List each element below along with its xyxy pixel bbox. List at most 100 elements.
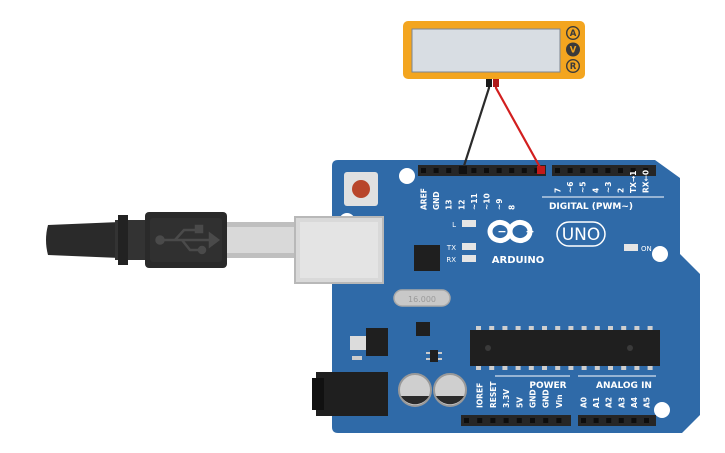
led-on-label: ON [641,245,652,253]
multimeter-mode-a[interactable]: A [566,26,581,41]
led-tx: TX [446,243,476,252]
multimeter[interactable]: AVR [403,21,585,79]
arduino-board[interactable]: 16.000 L TX RX ON [294,160,700,433]
header-pin-hole[interactable] [509,168,515,173]
led-rx-label: RX [446,256,456,264]
mounting-hole [652,246,668,262]
header-pin-hole[interactable] [521,168,527,173]
pin-label: 7 [554,188,563,193]
small-chip [416,322,430,336]
multimeter-display [411,28,561,73]
header-pin-hole[interactable] [605,168,611,173]
chip-pin [528,326,534,330]
analog-header [578,415,656,426]
header-pin-hole[interactable] [543,418,549,423]
header-pin-hole[interactable] [555,168,560,173]
digital-header-left [418,165,546,176]
led-on: ON [624,244,652,253]
chip-pin [476,366,481,370]
header-pin-hole[interactable] [433,168,439,173]
header-pin-hole[interactable] [484,168,489,173]
header-pin-hole[interactable] [643,168,649,173]
pin-label: A2 [605,397,614,408]
pin-label: IOREF [476,383,485,408]
header-pin-hole[interactable] [496,168,502,173]
chip-pin [528,366,534,370]
chip-pin [515,366,521,370]
svg-text:+: + [525,225,534,238]
header-pin-hole[interactable] [516,418,522,423]
chip-pin [555,326,561,330]
header-pin-hole[interactable] [606,418,612,423]
analog-section-label: ANALOG IN [596,381,652,391]
chip-pin [594,326,600,330]
mounting-hole [654,402,670,418]
header-pin-hole[interactable] [567,168,573,173]
header-pin-hole[interactable] [446,168,452,173]
header-pin-hole[interactable] [471,168,477,173]
pin-label: ~9 [495,198,504,210]
header-pin-hole[interactable] [644,418,649,423]
pin-label: RESET [489,381,498,408]
header-pin-hole[interactable] [631,418,637,423]
header-pin-hole[interactable] [593,418,599,423]
chip-pin [634,366,640,370]
header-pin-hole[interactable] [534,168,540,173]
uno-badge: UNO [556,221,606,247]
chip-pin [476,326,481,330]
chip-pin [647,366,653,370]
led-tx-label: TX [446,244,456,252]
chip-pin [502,366,508,370]
red-wire [494,81,542,170]
header-pin-hole[interactable] [556,418,562,423]
usb-chip [414,245,440,271]
header-pin-hole[interactable] [592,168,598,173]
header-pin-hole[interactable] [580,168,586,173]
pin-label: A1 [592,397,601,408]
arduino-logo-text: ARDUINO [492,255,544,266]
header-pin-hole[interactable] [581,418,586,423]
uno-text: UNO [562,225,601,245]
led-rx: RX [446,255,476,264]
chip-pin [568,366,574,370]
multimeter-mode-r[interactable]: R [566,59,581,74]
chip-pin [489,366,495,370]
pin-label: A5 [643,397,652,408]
multimeter-mode-label: A [570,29,577,39]
chip-pin [542,366,547,370]
header-pin-hole[interactable] [490,418,496,423]
header-pin-hole[interactable] [421,168,426,173]
pin-label: Vin [555,394,564,408]
chip-pin [581,326,587,330]
chip-pin [634,326,640,330]
microcontroller-chip [470,326,660,370]
digital-header-right [552,165,656,176]
pin-label: A3 [617,397,626,408]
chip-pin [502,326,508,330]
wires [459,78,545,174]
header-pin-hole[interactable] [503,418,509,423]
pin-label: 12 [457,200,466,210]
pin-label: ~3 [604,181,613,193]
pin-label: 3.3V [502,389,511,408]
header-pin-hole[interactable] [618,168,623,173]
chip-pin [515,326,521,330]
header-pin-hole[interactable] [477,418,483,423]
pin-label: ~10 [483,193,492,210]
header-pin-hole[interactable] [630,168,636,173]
header-pin-hole[interactable] [618,418,624,423]
chip-pin [647,326,653,330]
mounting-hole [399,168,415,184]
power-jack [312,372,388,416]
header-pin-hole[interactable] [530,418,535,423]
header-pin-hole[interactable] [464,418,469,423]
reset-button[interactable] [344,172,378,206]
chip-pin [568,326,574,330]
multimeter-mode-v[interactable]: V [566,42,581,57]
pin-label: A0 [580,397,589,408]
pin-label: 4 [591,188,600,193]
chip-pin [608,366,613,370]
chip-pin [489,326,495,330]
